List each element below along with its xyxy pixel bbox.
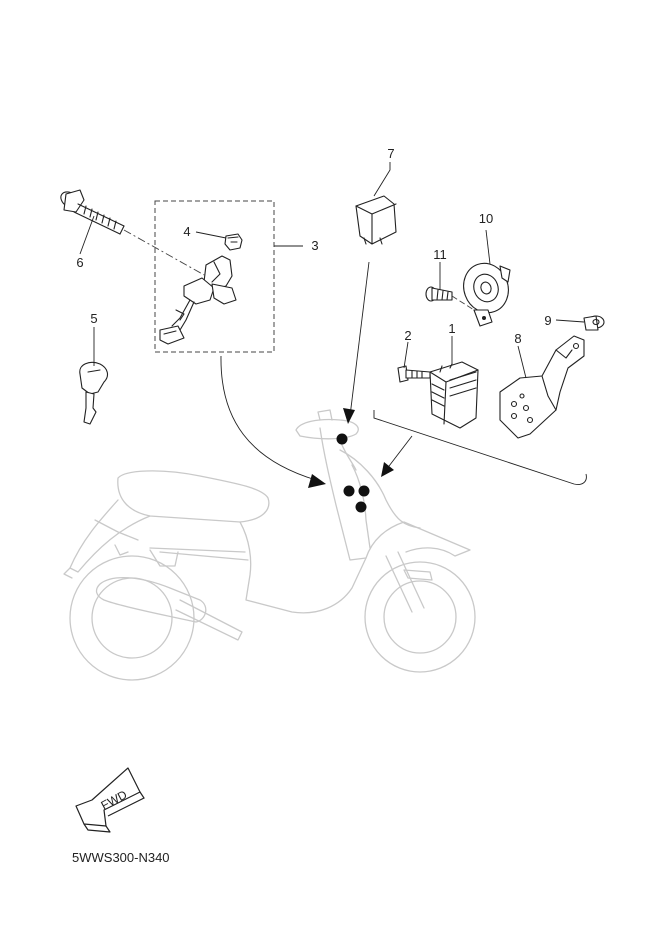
callout-1: 1 (448, 321, 455, 336)
mount-point-horn (355, 501, 367, 513)
part-code: 5WWS300-N340 (72, 850, 170, 865)
part-3-main-switch (159, 255, 237, 345)
mounting-points (336, 433, 370, 513)
leader-lines (79, 162, 585, 379)
callout-10: 10 (479, 211, 493, 226)
callout-numbers: 1 2 3 4 5 6 7 8 9 10 11 (76, 146, 551, 346)
part-2-bolt (397, 365, 431, 383)
seat (117, 470, 270, 523)
mount-point-main-switch (343, 485, 355, 497)
group-bracket-line (373, 410, 587, 485)
mount-point-turn-signal-relay (336, 433, 348, 445)
mount-point-rectifier (358, 485, 370, 497)
part-8-bracket (499, 335, 585, 439)
arrow-head-main-switch (308, 474, 326, 488)
scooter-outline (63, 409, 476, 681)
callout-4: 4 (183, 224, 190, 239)
callout-8: 8 (514, 331, 521, 346)
arrow-head-electrical-group (381, 462, 394, 477)
part-7-relay (355, 195, 397, 245)
pointer-arrows (220, 261, 413, 488)
exhaust (95, 576, 207, 623)
main-switch-group-box (154, 200, 275, 353)
part-10-horn (463, 262, 511, 327)
part-1-rectifier (429, 361, 479, 429)
part-9-nut (583, 315, 605, 331)
arrow-head-relay (343, 408, 355, 424)
front-wheel (364, 561, 476, 673)
part-6-bolt (60, 189, 125, 235)
part-11-screw (425, 286, 453, 302)
callout-2: 2 (404, 328, 411, 343)
callout-9: 9 (544, 313, 551, 328)
callout-11: 11 (433, 247, 447, 262)
fwd-arrow: FWD (75, 767, 145, 833)
part-5-key (79, 361, 109, 425)
callout-6: 6 (76, 255, 83, 270)
callout-7: 7 (387, 146, 394, 161)
part-4-lock-cap (224, 233, 243, 251)
callout-5: 5 (90, 311, 97, 326)
callout-3: 3 (311, 238, 318, 253)
connector (159, 325, 185, 345)
